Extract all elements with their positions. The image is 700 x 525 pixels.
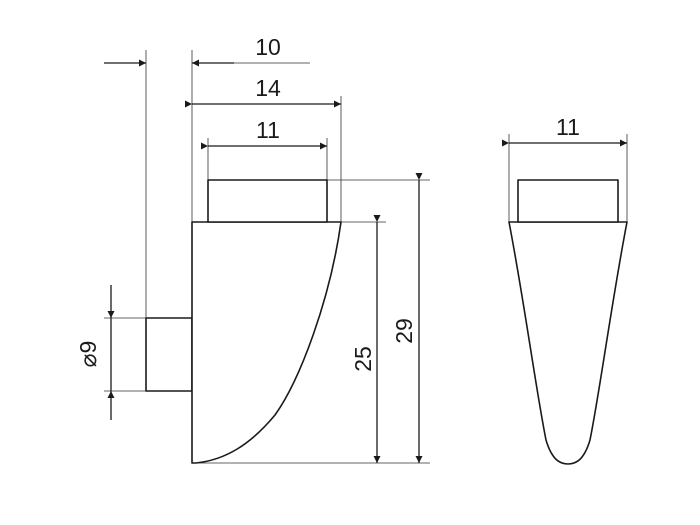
support-body [191, 221, 342, 464]
front-body [508, 221, 628, 465]
side-view: 10 14 11 ⌀9 25 29 [75, 34, 430, 464]
dimension-10-label: 10 [255, 34, 281, 60]
dimension-11-label: 11 [256, 117, 280, 143]
front-top-cap [517, 179, 619, 223]
dimension-11-front-label: 11 [556, 114, 580, 140]
front-view: 11 [502, 114, 628, 465]
top-cap [207, 179, 328, 223]
dimension-9-label: ⌀9 [75, 341, 101, 368]
dimension-14-label: 14 [255, 75, 281, 101]
dimension-29-label: 29 [391, 318, 417, 344]
dimension-25-label: 25 [350, 346, 376, 372]
shelf-pin [145, 317, 193, 392]
